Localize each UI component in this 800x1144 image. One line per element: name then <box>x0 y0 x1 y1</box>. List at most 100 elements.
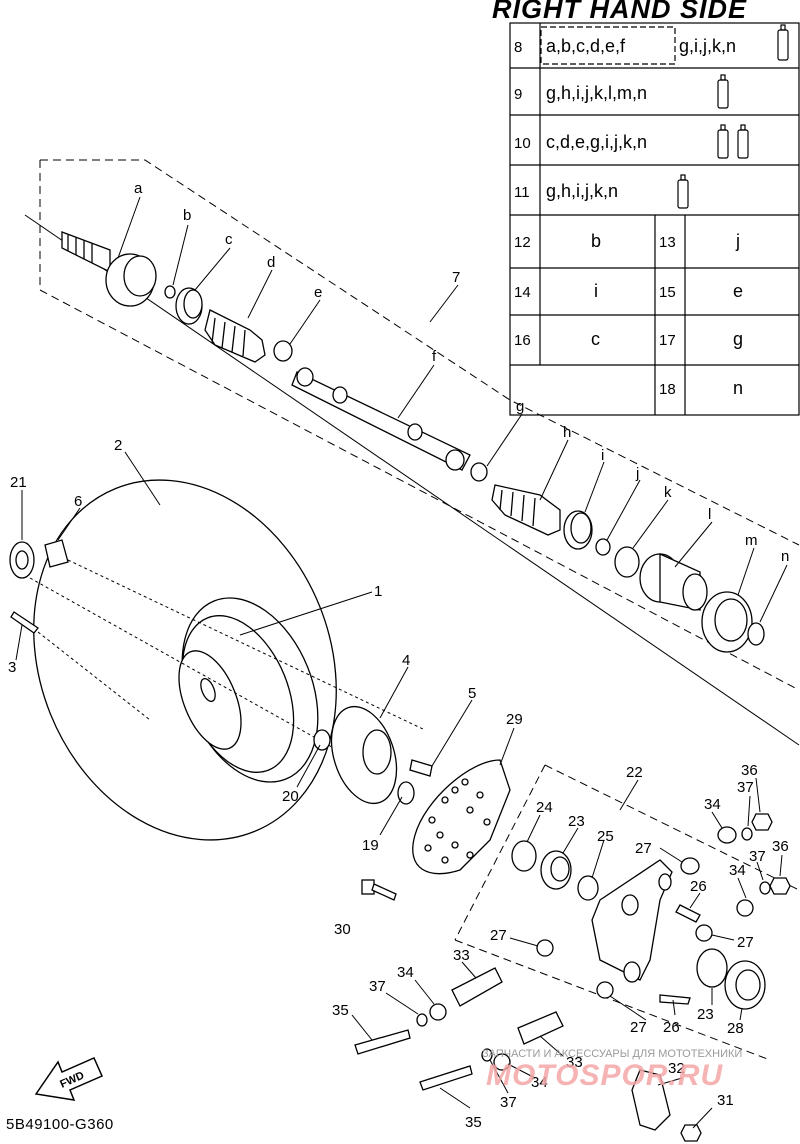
table-row-14-val: i <box>594 281 598 301</box>
table-row-18-val: n <box>733 378 743 398</box>
o-ring-19 <box>397 781 415 805</box>
label-part-37-b: 37 <box>749 848 766 865</box>
washer-37-a <box>741 827 753 841</box>
oil-seal-24 <box>511 840 537 872</box>
label-part-27-d: 27 <box>630 1019 647 1036</box>
table-row-8-boxed: a,b,c,d,e,f <box>546 36 626 56</box>
table-row-8-text: g,i,j,k,n <box>679 36 736 56</box>
label-part-24: 24 <box>536 799 553 816</box>
fwd-arrow-icon <box>34 1057 103 1101</box>
wheel-fasteners <box>9 539 69 634</box>
label-part-34-b: 34 <box>729 862 746 879</box>
spacer-25 <box>577 875 599 901</box>
grease-nipple-26-top <box>675 904 701 923</box>
label-part-34-c: 34 <box>397 964 414 981</box>
hub-center <box>362 729 392 775</box>
table-row-12-num: 12 <box>514 234 531 251</box>
bushing-27-d <box>596 981 614 999</box>
washer-37-d <box>481 1048 493 1062</box>
nut-36-a <box>751 813 773 831</box>
label-f: f <box>432 348 437 365</box>
knuckle-assembly <box>354 813 791 1142</box>
label-part-35-a: 35 <box>332 1002 349 1019</box>
label-a: a <box>134 180 143 197</box>
label-h: h <box>563 424 571 441</box>
washer-37-b <box>759 881 771 895</box>
label-b: b <box>183 207 191 224</box>
label-part-37-a: 37 <box>737 779 754 796</box>
label-i: i <box>601 447 604 464</box>
label-part-19: 19 <box>362 837 379 854</box>
label-part-33-b: 33 <box>566 1054 583 1071</box>
diagram-title: RIGHT HAND SIDE <box>492 0 748 24</box>
knuckle-22 <box>591 859 673 981</box>
table-row-17-num: 17 <box>659 332 676 349</box>
table-row-8-num: 8 <box>514 39 522 56</box>
label-n: n <box>781 548 789 565</box>
label-part-20: 20 <box>282 788 299 805</box>
nut-31 <box>680 1124 702 1142</box>
boot-band-c-inner <box>183 289 203 319</box>
watermark-caption: ЗАПЧАСТИ И АКСЕССУАРЫ ДЛЯ МОТОТЕХНИКИ <box>482 1048 743 1060</box>
letter-labels: a b c d e f g h i j k l m n <box>134 180 789 565</box>
assembly-guides <box>29 559 426 761</box>
drive-shaft-f <box>291 367 471 471</box>
bolt-35-b <box>419 1065 473 1091</box>
letter-leaders <box>117 196 788 623</box>
sleeve-33-a <box>451 967 503 1007</box>
table-row-17-val: g <box>733 329 743 349</box>
table-row-10-num: 10 <box>514 135 531 152</box>
hub-assembly <box>313 705 433 805</box>
table-row-14-num: 14 <box>514 284 531 301</box>
number-leaders <box>15 451 783 1129</box>
label-d: d <box>267 254 275 271</box>
label-part-33-a: 33 <box>453 947 470 964</box>
label-part-23-top: 23 <box>568 813 585 830</box>
label-part-27-b: 27 <box>737 934 754 951</box>
label-part-34-d: 34 <box>531 1074 548 1091</box>
table-row-11-num: 11 <box>514 184 530 201</box>
label-part-7: 7 <box>452 269 460 286</box>
table-row-9-num: 9 <box>514 86 522 103</box>
wheel-assembly <box>33 479 337 841</box>
assembly-outlines <box>39 159 800 1061</box>
label-part-26-b: 26 <box>663 1019 680 1036</box>
sleeve-33-b <box>517 1011 564 1045</box>
label-k: k <box>664 484 672 501</box>
washer-37-c <box>416 1013 428 1027</box>
nut-cap-6 <box>44 539 69 568</box>
knuckle-outline-left <box>454 764 546 941</box>
table-row-10-text: c,d,e,g,i,j,k,n <box>546 132 647 152</box>
frame-lines <box>24 214 800 746</box>
label-j: j <box>635 465 639 482</box>
table-row-13-num: 13 <box>659 234 676 251</box>
circlip-k <box>614 546 640 578</box>
label-part-3: 3 <box>8 659 16 676</box>
label-part-37-c: 37 <box>369 978 386 995</box>
washer-34-d <box>493 1053 511 1071</box>
washer-34-a <box>717 826 737 844</box>
boot-band-g <box>470 462 488 482</box>
label-part-27-a: 27 <box>635 840 652 857</box>
table-row-16-num: 16 <box>514 332 531 349</box>
label-part-36-a: 36 <box>741 762 758 779</box>
label-part-28: 28 <box>727 1020 744 1037</box>
bearing-23-bottom <box>696 948 728 988</box>
bolt-35-a <box>354 1029 411 1055</box>
label-part-32: 32 <box>668 1060 685 1077</box>
watermark-brand: MOTOSPOR.RU <box>486 1059 724 1092</box>
label-part-23-bottom: 23 <box>697 1006 714 1023</box>
grease-tube-icon <box>717 74 729 109</box>
label-m: m <box>745 532 758 549</box>
spacer-20 <box>313 729 331 751</box>
label-part-1: 1 <box>374 583 382 600</box>
table-row-16-val: c <box>591 329 600 349</box>
table-row-9-text: g,h,i,j,k,l,m,n <box>546 83 647 103</box>
diagram-code: 5B49100-G360 <box>6 1116 114 1133</box>
part-number-labels: 7 2 21 6 3 1 4 5 20 19 29 22 24 23 25 27… <box>8 269 789 1131</box>
knuckle-outline-top <box>544 764 800 891</box>
label-part-22: 22 <box>626 764 643 781</box>
table-row-12-val: b <box>591 231 601 251</box>
